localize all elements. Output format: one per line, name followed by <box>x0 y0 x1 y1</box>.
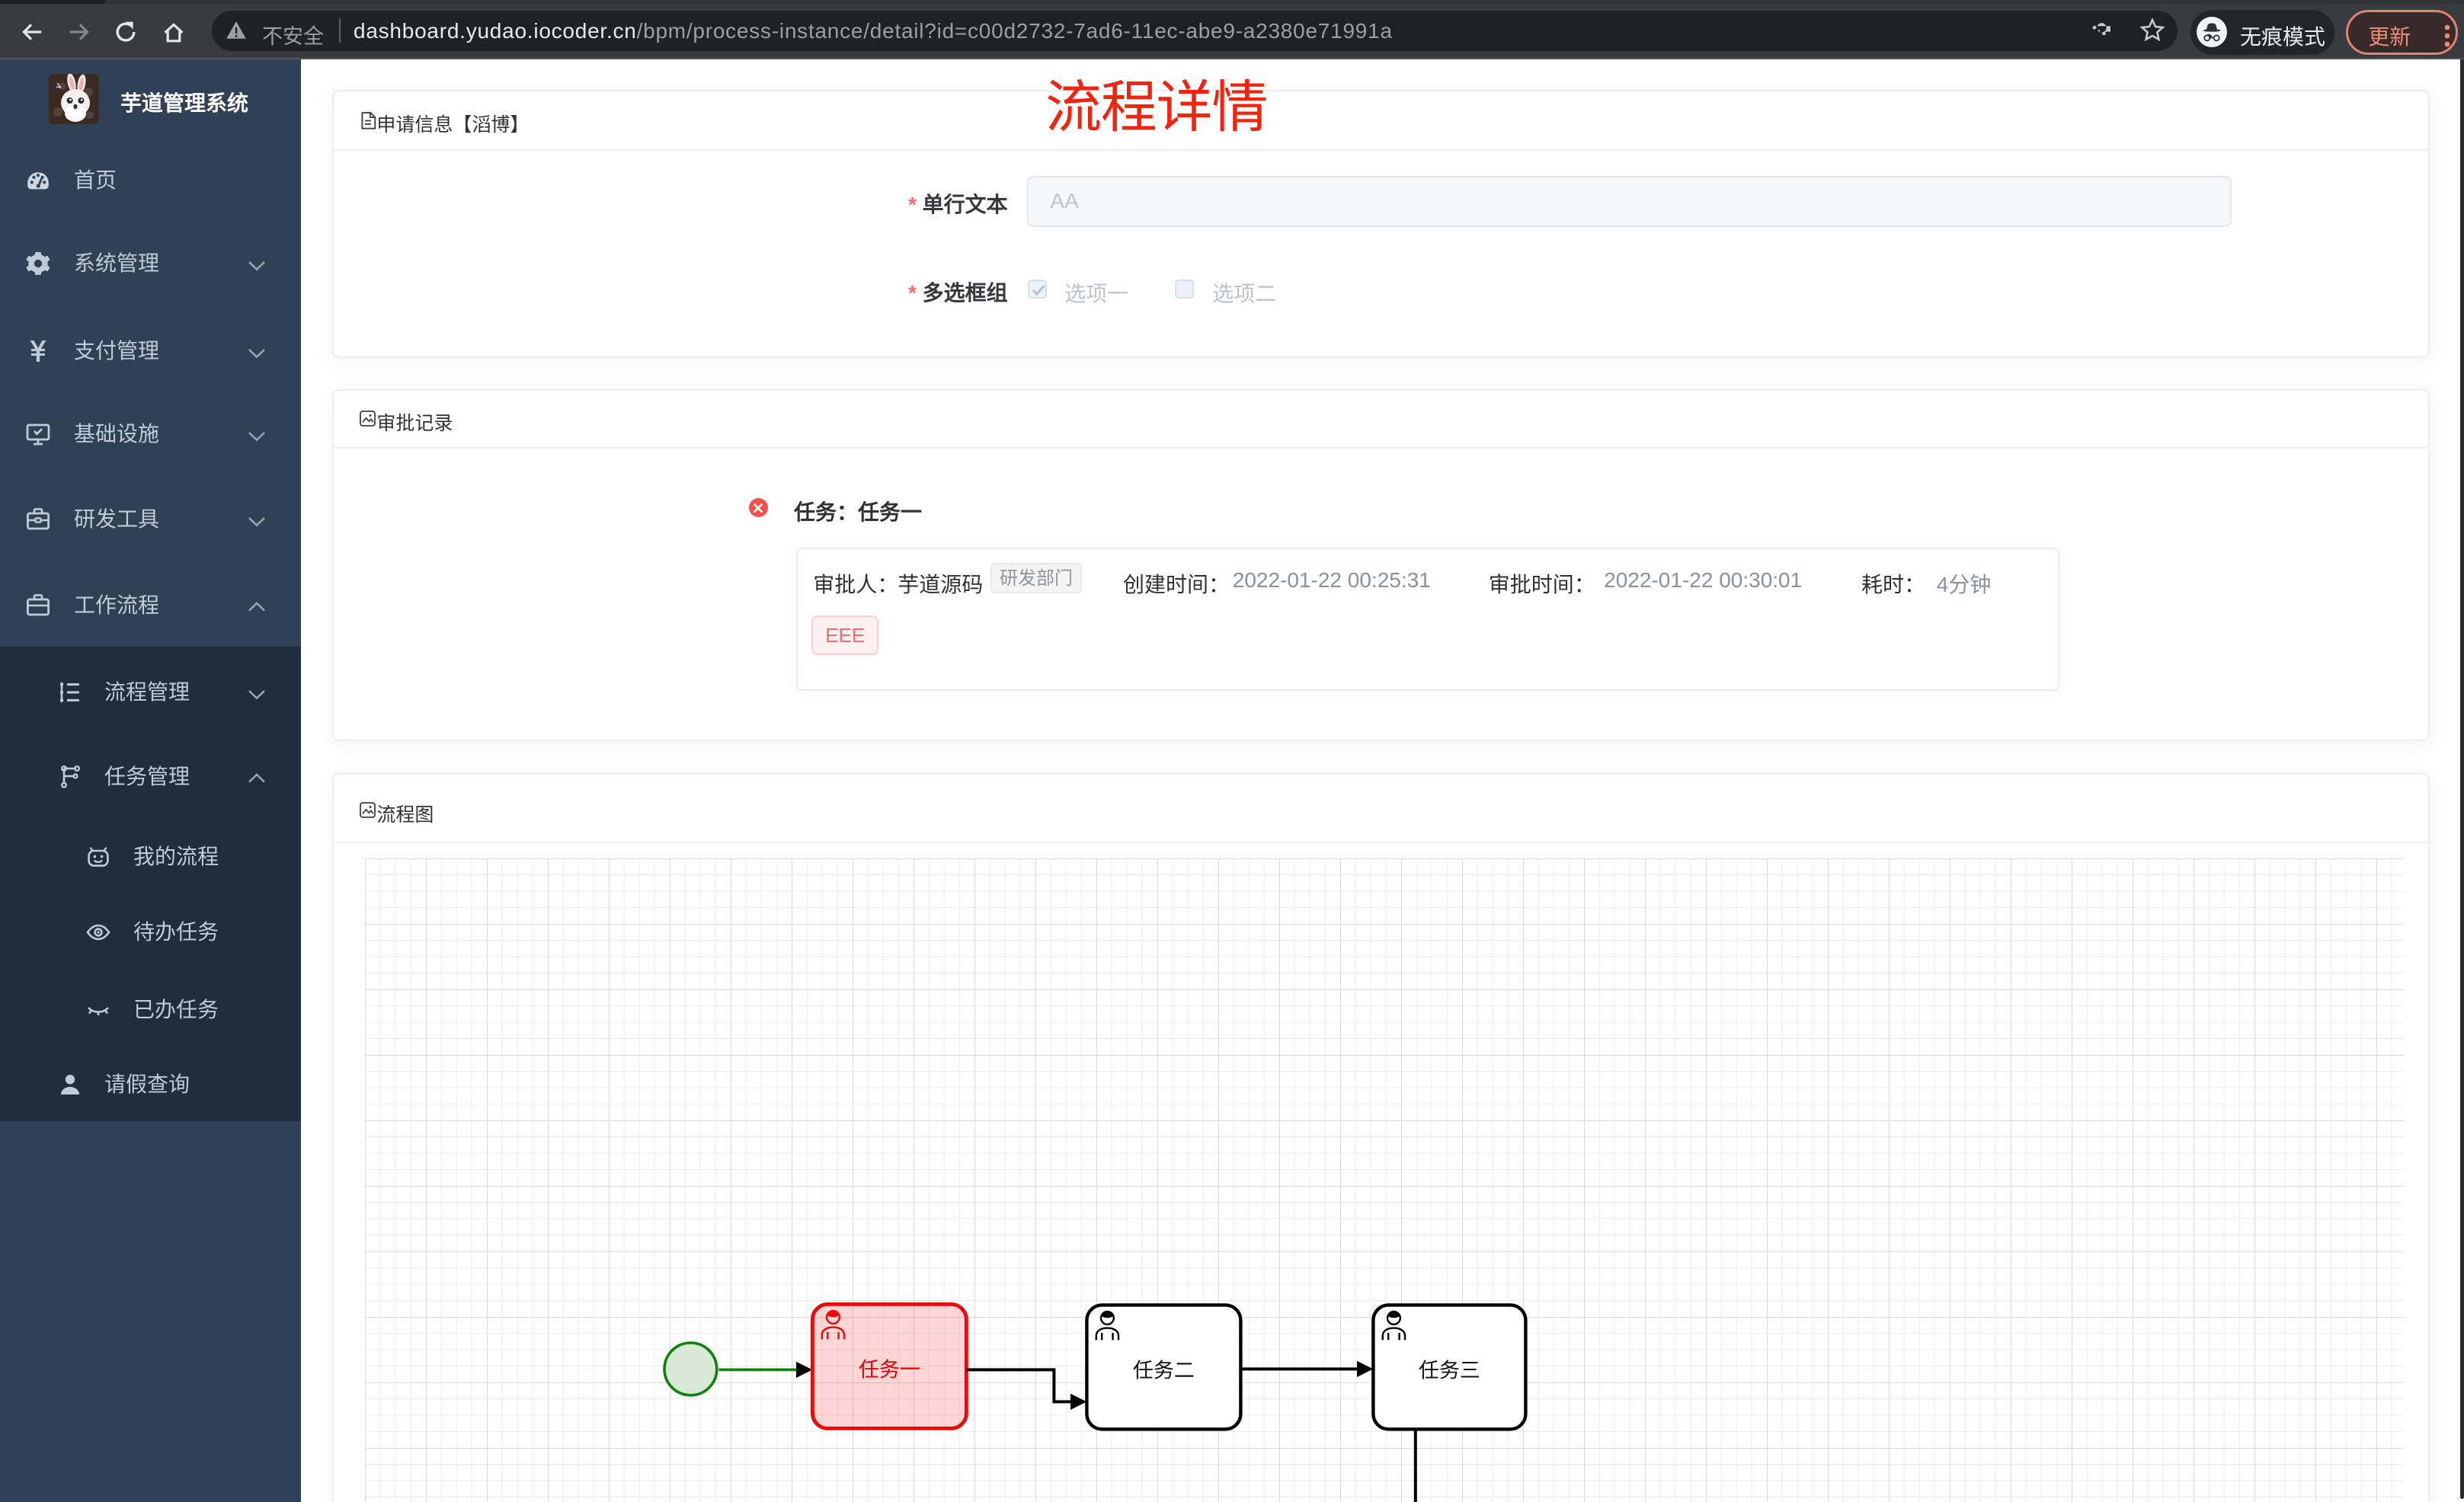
svg-text:任务一: 任务一 <box>858 1358 920 1381</box>
svg-text:任务二: 任务二 <box>1132 1359 1194 1382</box>
svg-text:任务三: 任务三 <box>1418 1359 1480 1382</box>
